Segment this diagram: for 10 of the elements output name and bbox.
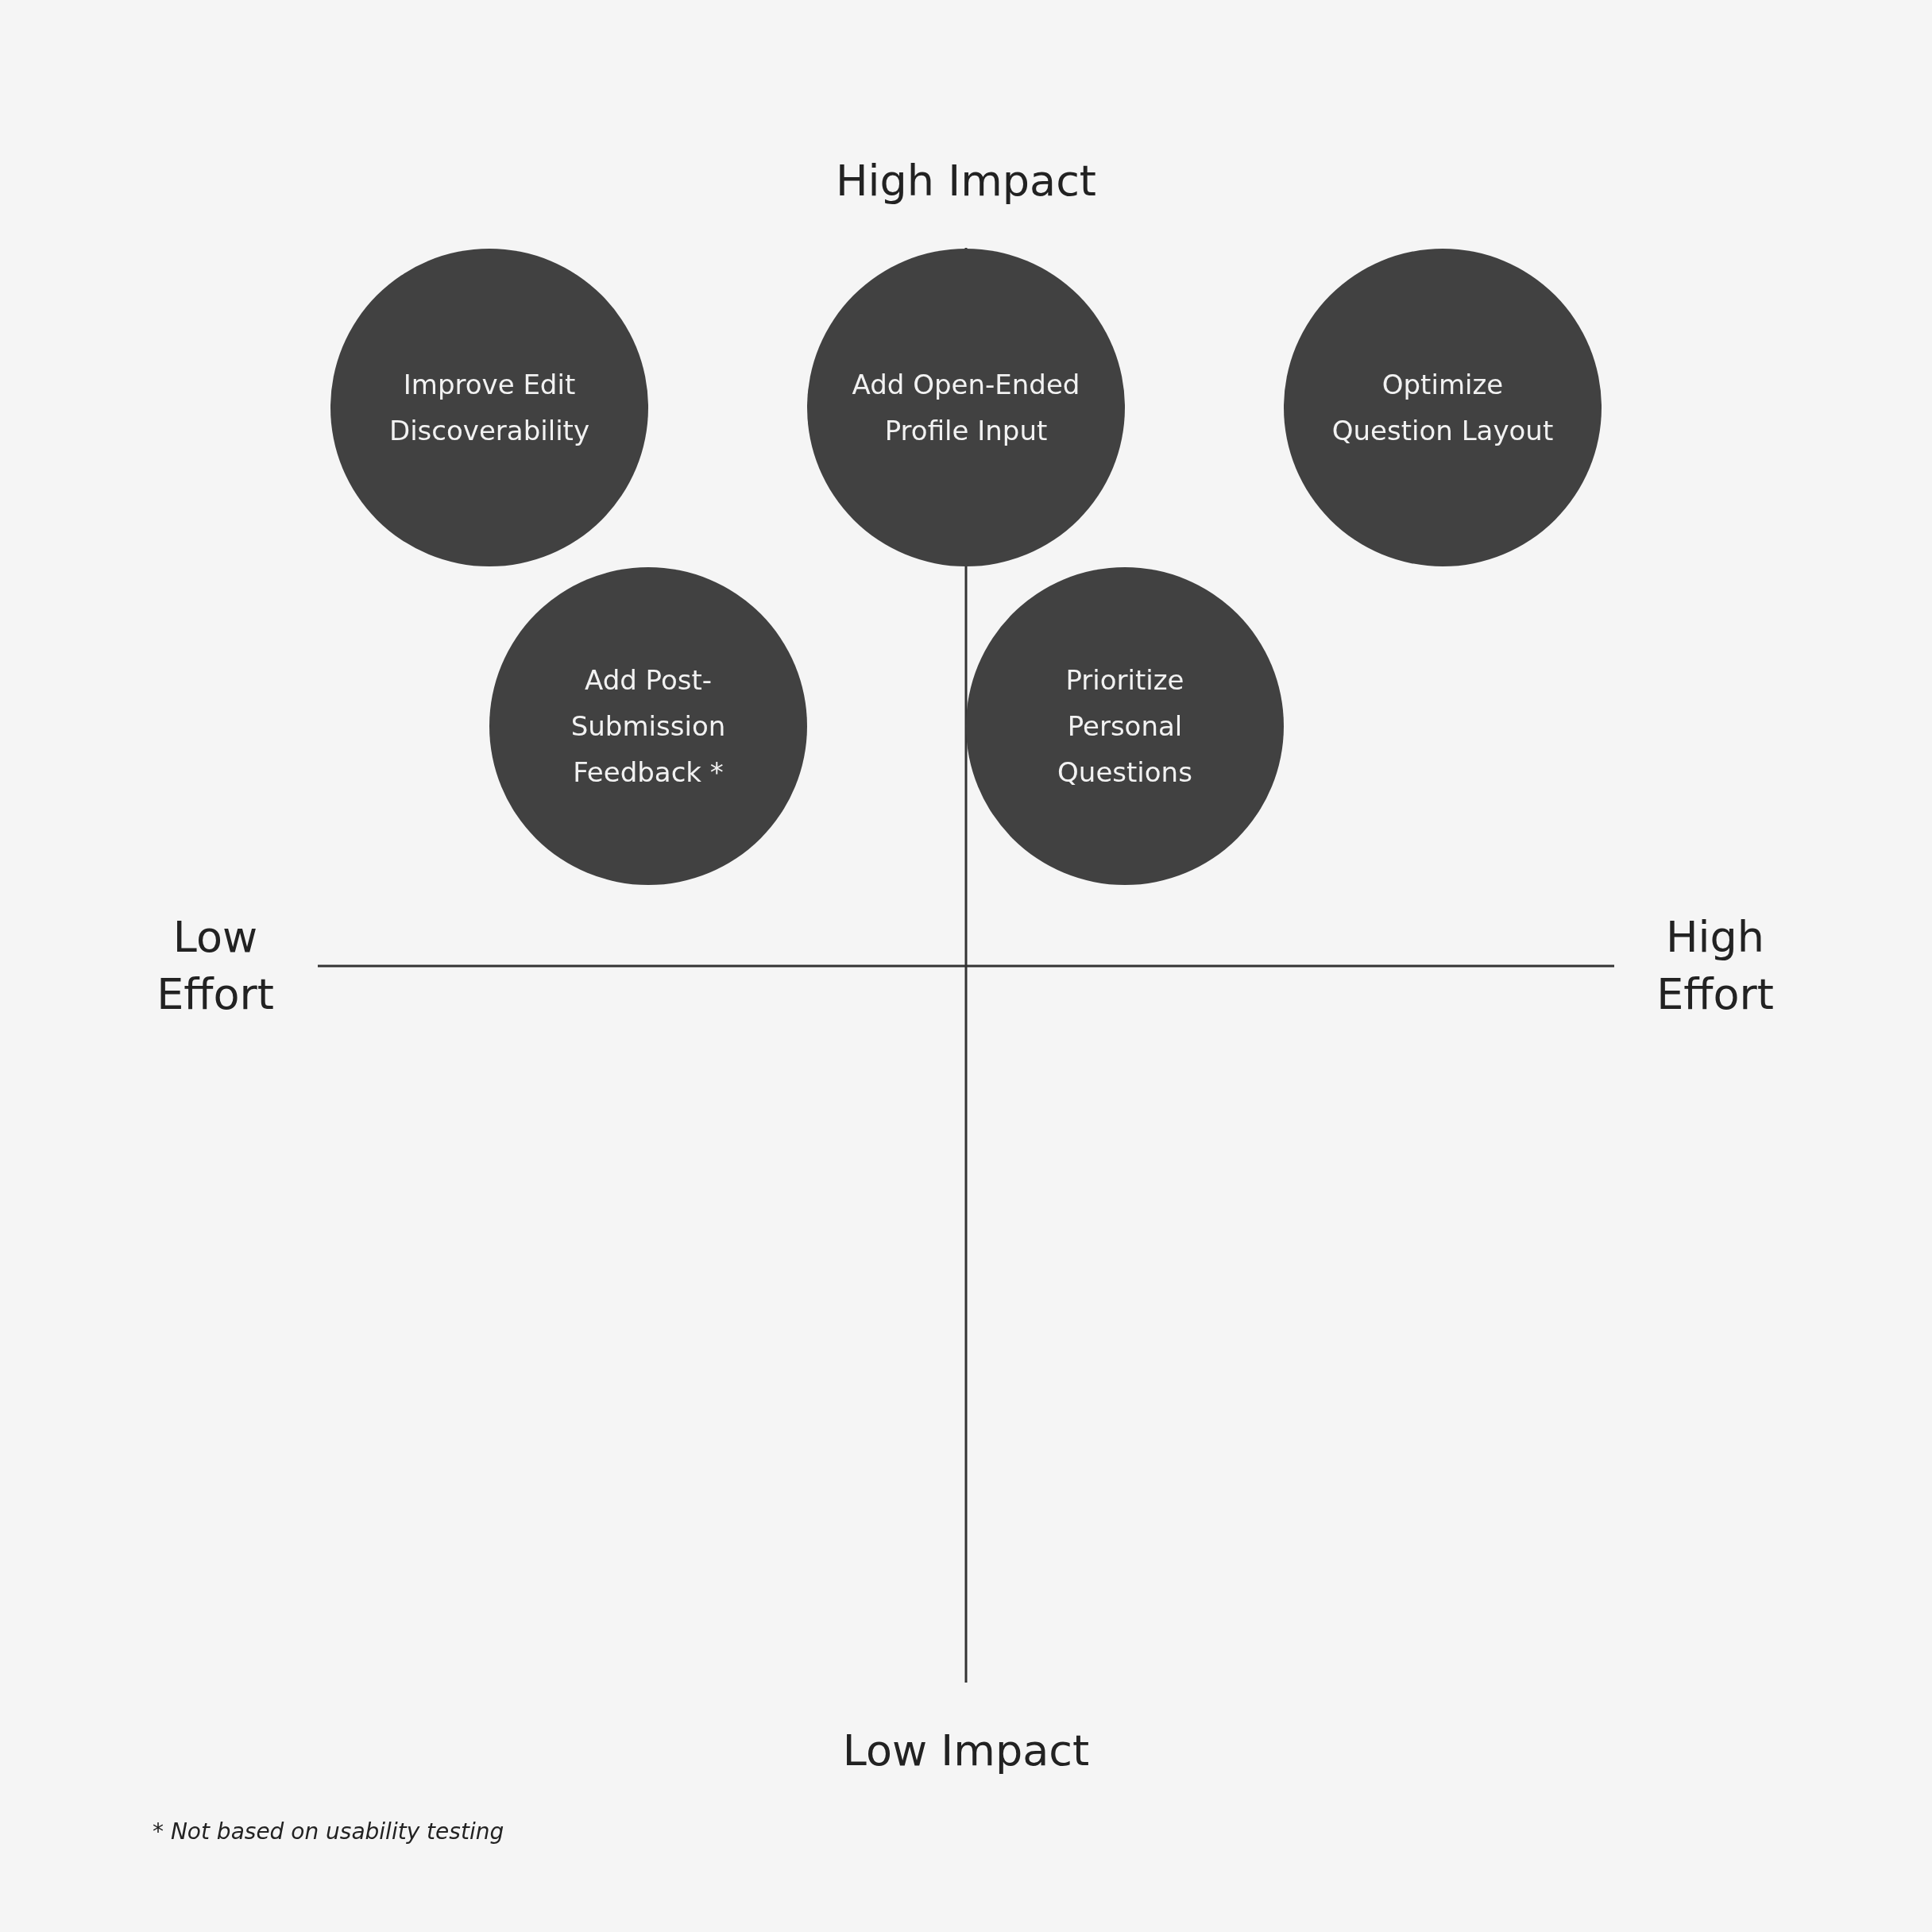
axis-label: High Effort [1656, 911, 1775, 1021]
idea-text: Optimize Question Layout [1331, 368, 1555, 448]
idea-text: Add Post-Submission Feedback * [570, 663, 727, 790]
footnote: * Not based on usability testing [153, 1818, 505, 1846]
axis-label: Low Impact [841, 1725, 1091, 1777]
axis-label: High Impact [834, 155, 1097, 207]
axis-label: Low Effort [156, 911, 275, 1021]
idea-text: Improve Edit Discoverability [388, 368, 591, 448]
idea-text: Add Open-Ended Profile Input [851, 368, 1081, 448]
idea-text: Prioritize Personal Questions [1057, 663, 1193, 790]
